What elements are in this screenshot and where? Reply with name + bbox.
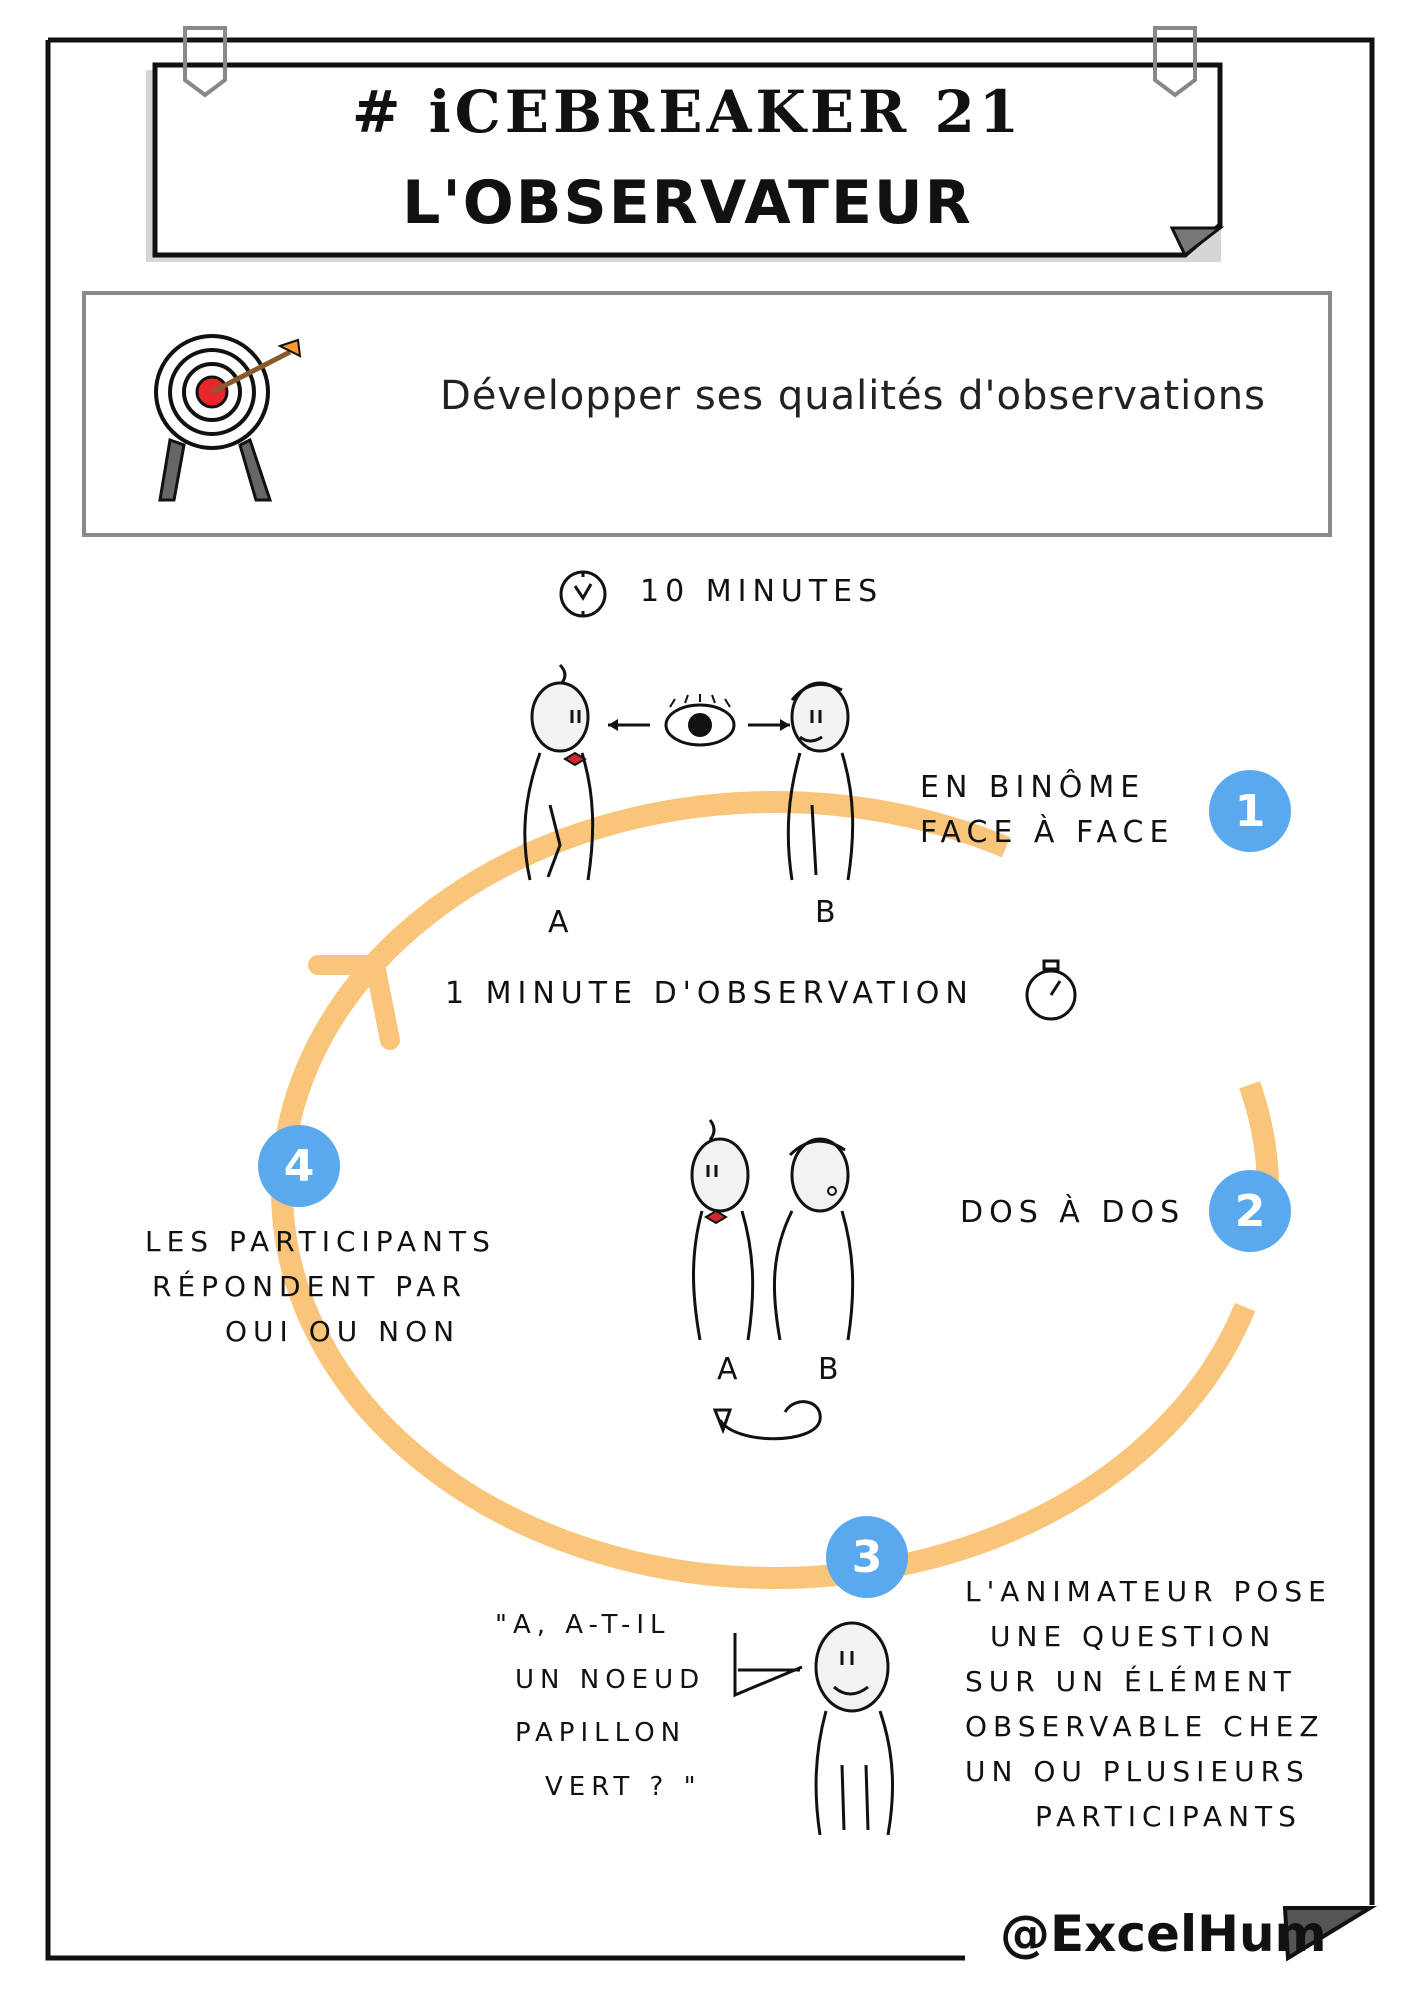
- clock-icon: [559, 570, 607, 618]
- face-to-face-scene: [523, 663, 855, 881]
- animator-figure: [814, 1621, 895, 1835]
- hashtag-title: # iCEBREAKER 21: [351, 78, 1024, 146]
- eye-icon: [608, 694, 790, 747]
- step-3-line-4: OBSERVABLE CHEZ: [965, 1710, 1325, 1743]
- person-a-back-figure: [690, 1119, 755, 1341]
- step-3-line-5: UN OU PLUSIEURS: [965, 1755, 1310, 1788]
- observation-text: 1 MINUTE D'OBSERVATION: [445, 976, 974, 1011]
- step-3-line-3: SUR UN ÉLÉMENT: [965, 1665, 1297, 1698]
- step-1-line-1: EN BINÔME: [920, 770, 1146, 805]
- person-a-figure: [523, 663, 595, 881]
- question-line-4: VERT ? ": [545, 1772, 702, 1802]
- target-icon: [154, 334, 302, 502]
- back-label-b: B: [818, 1352, 845, 1387]
- face-label-a: A: [548, 905, 575, 940]
- rotate-arrow-icon: [712, 1400, 822, 1441]
- step-3-line-6: PARTICIPANTS: [1035, 1800, 1302, 1833]
- objective-text: Développer ses qualités d'observations: [440, 373, 1266, 419]
- question-line-2: UN NOEUD: [515, 1665, 706, 1695]
- step-3-line-1: L'ANIMATEUR POSE: [965, 1575, 1332, 1608]
- person-b-figure: [786, 681, 855, 881]
- step-4-line-3: OUI ou NON: [225, 1315, 461, 1348]
- page-title: L'OBSERVATEUR: [402, 168, 973, 238]
- speech-lines-icon: [733, 1633, 803, 1698]
- question-line-1: "A, A-T-IL: [495, 1610, 671, 1640]
- step-4-line-2: RÉPONDENT PAR: [152, 1270, 467, 1303]
- step-4-badge: 4: [258, 1125, 340, 1207]
- step-2-line-1: DOS À DOS: [960, 1195, 1186, 1230]
- question-line-3: PAPILLON: [515, 1718, 687, 1748]
- stopwatch-icon: [1025, 959, 1077, 1021]
- back-label-a: A: [717, 1352, 744, 1387]
- step-1-badge: 1: [1209, 770, 1291, 852]
- face-label-b: B: [815, 895, 842, 930]
- step-4-line-1: LES PARTICIPANTS: [145, 1225, 496, 1258]
- person-b-back-figure: [772, 1137, 855, 1341]
- step-3-badge: 3: [826, 1516, 908, 1598]
- step-1-line-2: FACE À FACE: [920, 815, 1175, 850]
- author-handle: @ExcelHum: [1000, 1905, 1327, 1963]
- step-3-line-2: UNE QUESTION: [990, 1620, 1277, 1653]
- animator-scene: [733, 1621, 895, 1835]
- back-to-back-scene: [690, 1119, 855, 1341]
- duration-text: 10 MINUTES: [640, 574, 884, 609]
- step-2-badge: 2: [1209, 1170, 1291, 1252]
